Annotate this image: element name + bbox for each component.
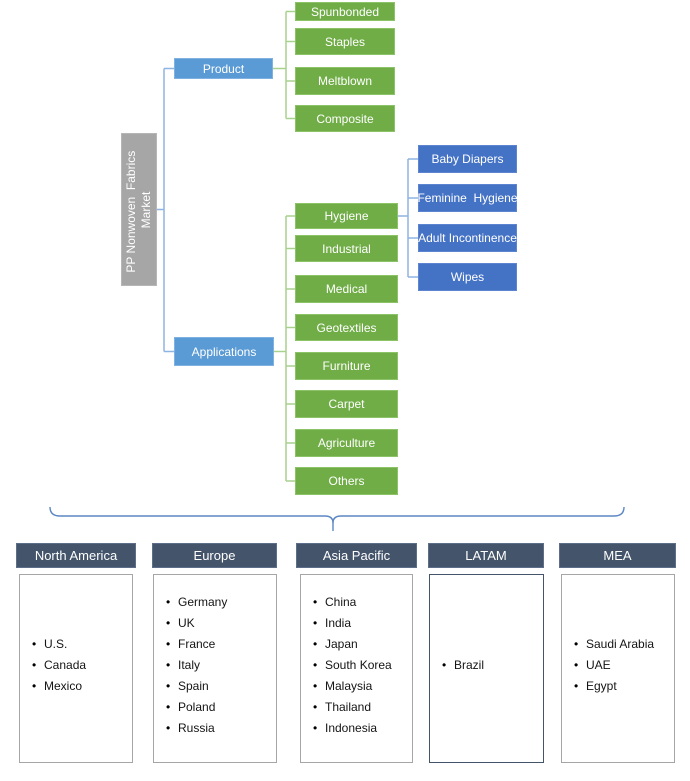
country-item: France: [164, 634, 274, 655]
country-item: UAE: [572, 655, 672, 676]
segment-agriculture: Agriculture: [295, 429, 398, 457]
segment-hygiene: Hygiene: [295, 203, 398, 229]
region-header-mea: MEA: [559, 543, 676, 568]
country-list: China India Japan South Korea Malaysia T…: [301, 575, 412, 762]
country-item: Italy: [164, 655, 274, 676]
country-item: Japan: [311, 634, 410, 655]
segment-geotextiles: Geotextiles: [295, 314, 398, 341]
segment-spunbonded: Spunbonded: [295, 2, 395, 21]
segment-meltblown: Meltblown: [295, 67, 395, 95]
segment-others: Others: [295, 467, 398, 495]
country-list: Brazil: [430, 575, 543, 762]
country-list: Germany UK France Italy Spain Poland Rus…: [154, 575, 276, 762]
segment-carpet: Carpet: [295, 390, 398, 418]
region-countries-europe: Germany UK France Italy Spain Poland Rus…: [153, 574, 277, 763]
sub-segment-wipes: Wipes: [418, 263, 517, 291]
region-header-north-america: North America: [16, 543, 136, 568]
country-item: Thailand: [311, 697, 410, 718]
segment-composite: Composite: [295, 105, 395, 132]
region-countries-north-america: U.S. Canada Mexico: [19, 574, 133, 763]
region-countries-latam: Brazil: [429, 574, 544, 763]
country-item: UK: [164, 613, 274, 634]
root-node-label: PP Nonwoven Fabrics Market: [124, 146, 153, 273]
country-item: Indonesia: [311, 718, 410, 739]
country-item: Canada: [30, 655, 130, 676]
segment-furniture: Furniture: [295, 352, 398, 380]
segment-industrial: Industrial: [295, 235, 398, 262]
region-header-latam: LATAM: [428, 543, 544, 568]
country-item: Egypt: [572, 676, 672, 697]
segment-staples: Staples: [295, 28, 395, 55]
country-item: Malaysia: [311, 676, 410, 697]
sub-segment-feminine-hygiene: Feminine Hygiene: [417, 184, 518, 212]
region-header-asia-pacific: Asia Pacific: [296, 543, 417, 568]
region-countries-asia-pacific: China India Japan South Korea Malaysia T…: [300, 574, 413, 763]
country-item: Spain: [164, 676, 274, 697]
country-item: Saudi Arabia: [572, 634, 672, 655]
country-item: India: [311, 613, 410, 634]
region-countries-mea: Saudi Arabia UAE Egypt: [561, 574, 675, 763]
country-item: Poland: [164, 697, 274, 718]
region-header-europe: Europe: [152, 543, 277, 568]
branch-product: Product: [174, 58, 273, 79]
segment-medical: Medical: [295, 275, 398, 303]
root-node-market: PP Nonwoven Fabrics Market: [121, 133, 157, 286]
country-list: Saudi Arabia UAE Egypt: [562, 575, 674, 762]
country-list: U.S. Canada Mexico: [20, 575, 132, 762]
sub-segment-baby-diapers: Baby Diapers: [418, 145, 517, 173]
country-item: Brazil: [440, 655, 541, 676]
sub-segment-adult-incontinence: Adult Incontinence: [418, 224, 517, 252]
country-item: South Korea: [311, 655, 410, 676]
country-item: Russia: [164, 718, 274, 739]
country-item: China: [311, 592, 410, 613]
country-item: Mexico: [30, 676, 130, 697]
country-item: U.S.: [30, 634, 130, 655]
country-item: Germany: [164, 592, 274, 613]
branch-applications: Applications: [174, 337, 274, 366]
